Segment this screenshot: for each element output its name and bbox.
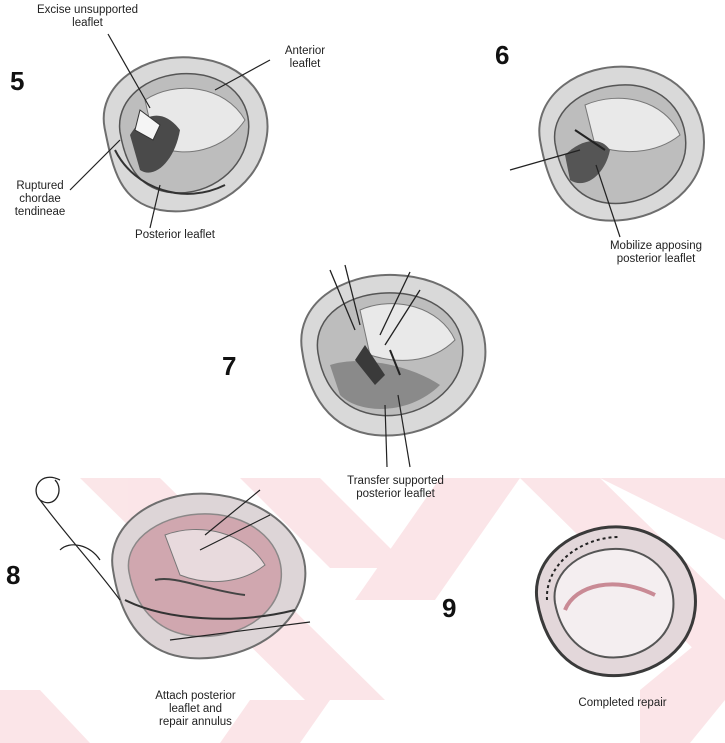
- label-line: Excise unsupported: [30, 4, 145, 17]
- label-anterior-leaflet: Anterior leaflet: [270, 45, 340, 71]
- label-ruptured-chordae-tendineae: Ruptured chordae tendineae: [5, 180, 75, 219]
- label-transfer-supported-posterior-leaflet: Transfer supported posterior leaflet: [333, 475, 458, 501]
- valve-illustration-step-7: [290, 255, 500, 450]
- label-line: Mobilize apposing: [596, 240, 716, 253]
- step-number-5: 5: [10, 68, 24, 94]
- label-mobilize-apposing-posterior-leaflet: Mobilize apposing posterior leaflet: [596, 240, 716, 266]
- step-number-9: 9: [442, 595, 456, 621]
- label-line: Attach posterior: [138, 690, 253, 703]
- label-line: posterior leaflet: [333, 488, 458, 501]
- valve-illustration-step-8: [95, 480, 320, 670]
- label-line: Completed repair: [565, 697, 680, 710]
- label-attach-posterior-leaflet-repair-annulus: Attach posterior leaflet and repair annu…: [138, 690, 253, 729]
- label-line: leaflet and: [138, 703, 253, 716]
- step-number-8: 8: [6, 562, 20, 588]
- label-excise-unsupported-leaflet: Excise unsupported leaflet: [30, 4, 145, 30]
- label-line: Ruptured: [5, 180, 75, 193]
- step-number-6: 6: [495, 42, 509, 68]
- valve-illustration-step-5: [85, 40, 280, 225]
- valve-illustration-step-6: [525, 55, 715, 230]
- label-line: chordae: [5, 193, 75, 206]
- label-posterior-leaflet: Posterior leaflet: [120, 229, 230, 242]
- step-number-7: 7: [222, 353, 236, 379]
- label-line: posterior leaflet: [596, 253, 716, 266]
- label-line: Posterior leaflet: [120, 229, 230, 242]
- label-line: Transfer supported: [333, 475, 458, 488]
- label-line: leaflet: [270, 58, 340, 71]
- valve-illustration-step-9: [525, 515, 705, 685]
- label-line: leaflet: [30, 17, 145, 30]
- label-line: tendineae: [5, 206, 75, 219]
- label-line: repair annulus: [138, 716, 253, 729]
- label-line: Anterior: [270, 45, 340, 58]
- label-completed-repair: Completed repair: [565, 697, 680, 710]
